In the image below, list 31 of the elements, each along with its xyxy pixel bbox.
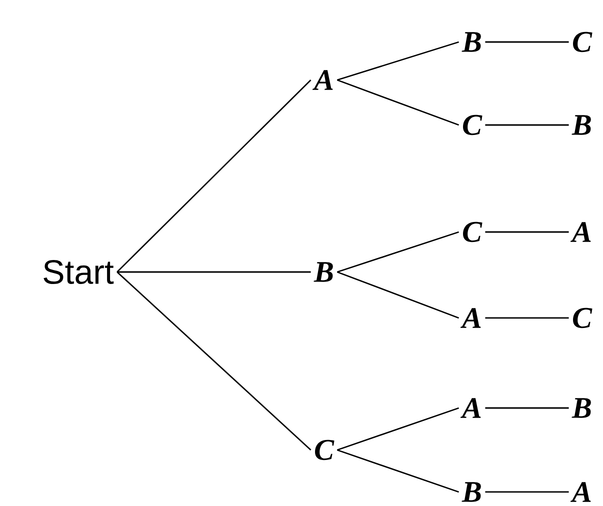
letter-label: A: [570, 482, 591, 502]
branch-line: [485, 41, 569, 43]
branch-line: [336, 231, 460, 273]
letter-label: C: [463, 114, 482, 136]
letter-label: A: [570, 222, 591, 242]
branch-line: [336, 407, 460, 451]
letter-label: B: [462, 482, 481, 502]
branch-line: [117, 271, 311, 273]
letter-label: B: [314, 262, 333, 282]
branch-line: [336, 449, 460, 493]
branch-line: [116, 80, 312, 272]
letter-label: B: [572, 115, 591, 135]
branch-line: [485, 491, 569, 493]
branch-line: [485, 231, 569, 233]
branch-line: [336, 79, 460, 126]
branch-line: [485, 124, 569, 126]
letter-label: A: [460, 398, 481, 418]
branch-line: [116, 271, 312, 450]
branch-line: [485, 317, 569, 319]
letter-label: A: [460, 308, 481, 328]
letter-label: B: [572, 398, 591, 418]
letter-label: B: [462, 32, 481, 52]
letter-label: C: [463, 222, 482, 242]
branch-line: [337, 41, 459, 81]
branch-line: [336, 271, 460, 319]
letter-label: C: [573, 308, 592, 328]
branch-line: [485, 407, 569, 409]
letter-label: C: [573, 32, 592, 52]
letter-label: C: [315, 440, 334, 460]
start-label: Start: [44, 260, 114, 284]
letter-label: A: [312, 70, 333, 90]
